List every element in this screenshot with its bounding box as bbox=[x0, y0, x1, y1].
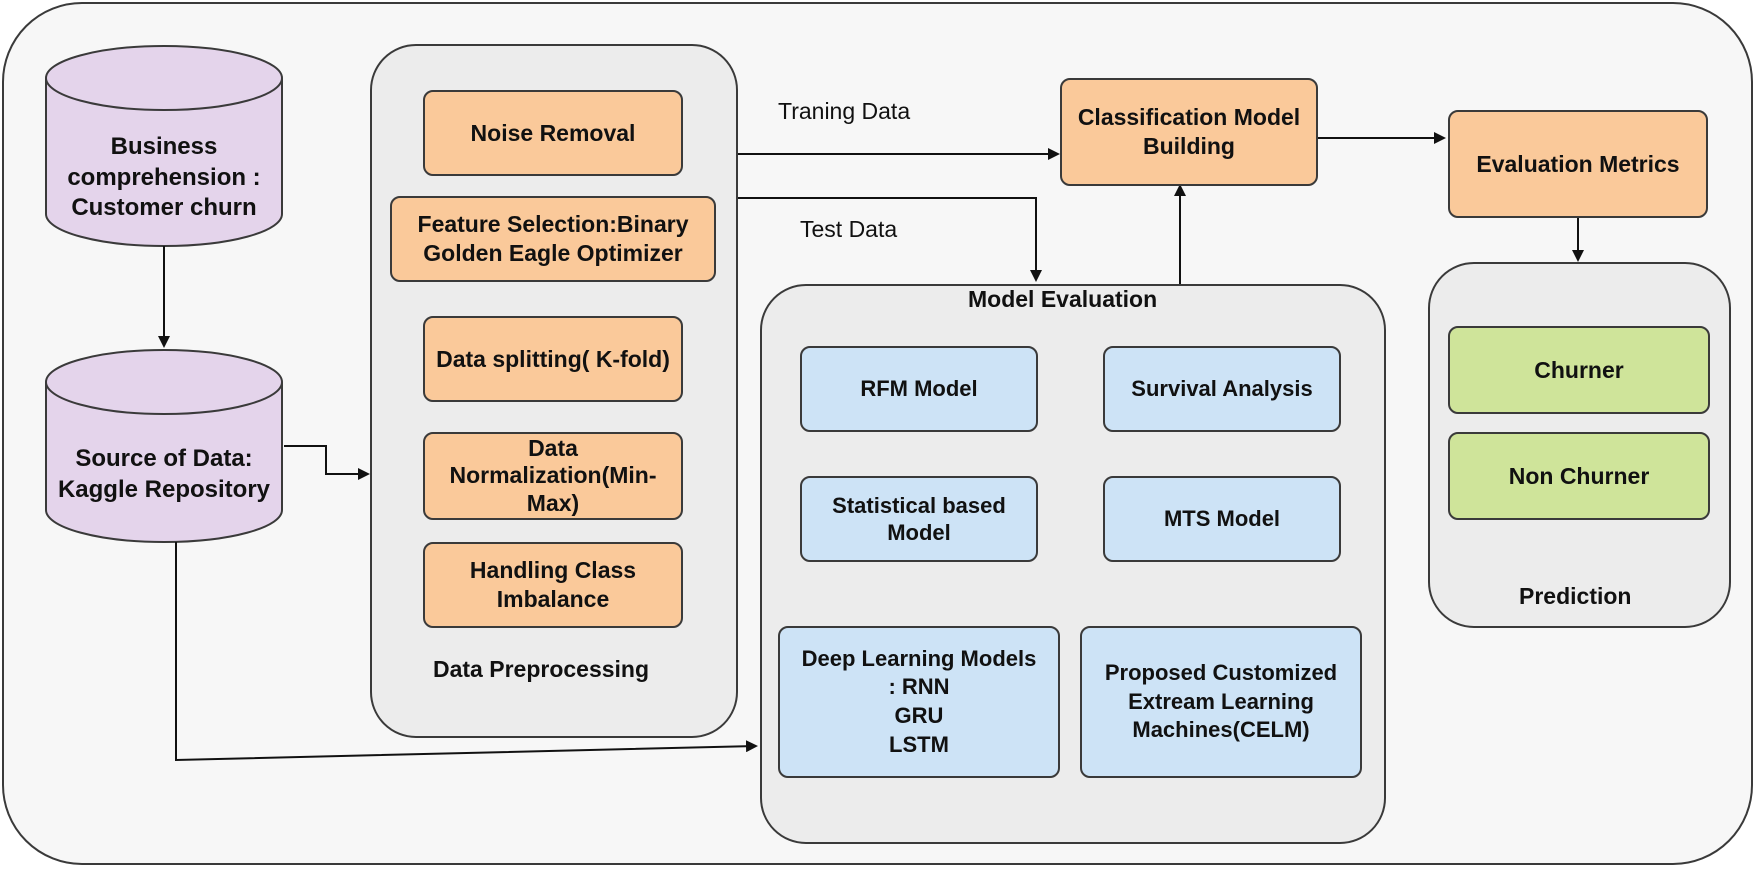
classification-line-2: Building bbox=[1143, 133, 1235, 159]
imbalance-line-1: Handling Class bbox=[469, 557, 637, 584]
deep-learning-models-box: Deep Learning Models : RNN GRU LSTM bbox=[778, 626, 1060, 778]
mts-model-box: MTS Model bbox=[1103, 476, 1341, 562]
deep-learning-line-2: : RNN bbox=[888, 674, 950, 700]
handling-class-imbalance-box: Handling Class Imbalance bbox=[423, 542, 683, 628]
survival-analysis-box: Survival Analysis bbox=[1103, 346, 1341, 432]
test-data-label: Test Data bbox=[800, 216, 898, 242]
business-line-1: Business bbox=[110, 132, 218, 160]
normalization-line-1: Data bbox=[528, 435, 578, 462]
deep-learning-line-1: Deep Learning Models bbox=[801, 645, 1037, 671]
celm-line-2: Extream Learning bbox=[1128, 688, 1314, 714]
rfm-model-label: RFM Model bbox=[860, 376, 978, 402]
feature-selection-box: Feature Selection:Binary Golden Eagle Op… bbox=[390, 196, 716, 282]
statistical-line-2: Model bbox=[887, 520, 951, 545]
rfm-model-box: RFM Model bbox=[800, 346, 1038, 432]
arrow-source-to-preprocessing bbox=[284, 445, 370, 480]
classification-model-building-box: Classification Model Building bbox=[1060, 78, 1318, 186]
statistical-model-box: Statistical based Model bbox=[800, 476, 1038, 562]
evaluation-metrics-label: Evaluation Metrics bbox=[1476, 150, 1680, 177]
training-data-label: Traning Data bbox=[778, 98, 911, 124]
classification-line-1: Classification Model bbox=[1077, 104, 1301, 131]
data-preprocessing-title: Data Preprocessing bbox=[433, 656, 650, 682]
source-of-data-cylinder: Source of Data: Kaggle Repository bbox=[48, 430, 280, 520]
business-line-3: Customer churn bbox=[71, 194, 257, 222]
statistical-line-1: Statistical based bbox=[832, 492, 1006, 518]
deep-learning-line-3: GRU bbox=[894, 703, 944, 728]
mts-model-label: MTS Model bbox=[1163, 506, 1281, 532]
deep-learning-line-4: LSTM bbox=[889, 731, 949, 757]
source-line-1: Source of Data: bbox=[75, 445, 253, 473]
business-comprehension-cylinder: Business comprehension : Customer churn bbox=[48, 118, 280, 238]
normalization-line-2: Normalization(Min- bbox=[449, 462, 657, 489]
arrow-source-to-model-evaluation bbox=[175, 542, 758, 762]
data-splitting-label: Data splitting( K-fold) bbox=[436, 345, 670, 372]
prediction-title: Prediction bbox=[1519, 583, 1632, 609]
feature-selection-line-1: Feature Selection:Binary bbox=[417, 211, 689, 238]
data-normalization-box: Data Normalization(Min- Max) bbox=[423, 432, 683, 520]
churner-label: Churner bbox=[1534, 356, 1624, 383]
model-evaluation-title: Model Evaluation bbox=[968, 286, 1158, 312]
data-splitting-box: Data splitting( K-fold) bbox=[423, 316, 683, 402]
source-cylinder-shape bbox=[45, 349, 283, 543]
non-churner-label: Non Churner bbox=[1508, 462, 1650, 489]
survival-analysis-label: Survival Analysis bbox=[1131, 376, 1313, 402]
normalization-line-3: Max) bbox=[526, 489, 580, 516]
noise-removal-box: Noise Removal bbox=[423, 90, 683, 176]
celm-line-3: Machines(CELM) bbox=[1132, 717, 1310, 743]
business-cylinder-shape bbox=[45, 45, 283, 247]
arrow-test-data bbox=[738, 197, 1042, 282]
celm-line-1: Proposed Customized bbox=[1104, 660, 1338, 686]
evaluation-metrics-box: Evaluation Metrics bbox=[1448, 110, 1708, 218]
celm-box: Proposed Customized Extream Learning Mac… bbox=[1080, 626, 1362, 778]
source-line-2: Kaggle Repository bbox=[57, 476, 271, 503]
non-churner-box: Non Churner bbox=[1448, 432, 1710, 520]
noise-removal-label: Noise Removal bbox=[470, 119, 636, 146]
business-line-2: comprehension : bbox=[67, 163, 261, 191]
imbalance-line-2: Imbalance bbox=[496, 586, 610, 612]
churner-box: Churner bbox=[1448, 326, 1710, 414]
feature-selection-line-2: Golden Eagle Optimizer bbox=[423, 240, 683, 266]
